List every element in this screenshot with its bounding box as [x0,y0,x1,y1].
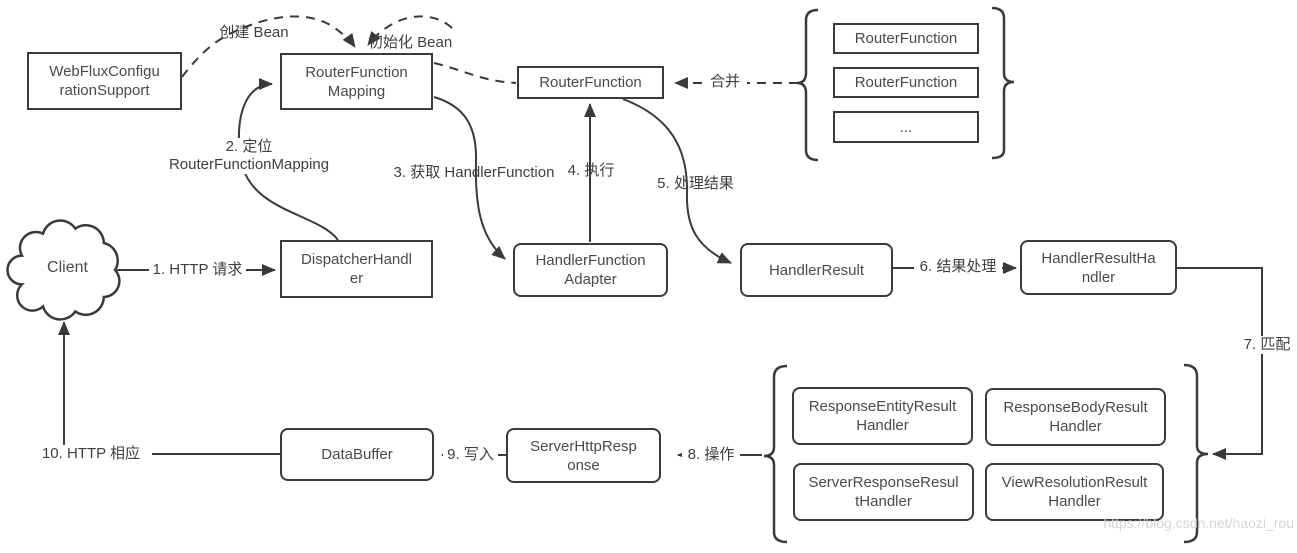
group-response-entity-result-handler: ResponseEntityResultHandler [792,387,973,445]
node-handler-result-handler: HandlerResultHandler [1020,240,1177,295]
edge-label-step10: 10. HTTP 相应 [30,445,152,463]
edge-label-step7: 7. 匹配 [1238,336,1296,354]
csdn-watermark: https://blog.csdn.net/haozi_rou [1103,515,1294,531]
edge-label-create-bean: 创建 Bean [219,24,289,41]
arrow-init-bean [367,15,453,46]
node-dispatcher-handler: DispatcherHandler [280,240,433,298]
group-response-body-result-handler: ResponseBodyResultHandler [985,388,1166,446]
edge-label-merge: 合并 [703,73,747,91]
node-router-function: RouterFunction [517,66,664,99]
edge-label-step5: 5. 处理结果 [657,175,734,192]
edge-label-step6: 6. 结果处理 [914,258,1002,276]
arrow-step5-process-result [622,98,732,264]
group-router-function-item: RouterFunction [833,67,979,98]
edge-label-step4: 4. 执行 [567,162,615,179]
arrow-step10-http-response [58,321,280,455]
node-server-http-response: ServerHttpResponse [506,428,661,483]
client-cloud-shape [6,219,121,321]
wire-mapping-to-routerfunction [433,62,517,84]
edge-label-step2: 2. 定位 RouterFunctionMapping [158,138,340,174]
node-router-function-mapping: RouterFunctionMapping [280,53,433,110]
arrow-create-bean [181,15,356,78]
brace-routerfunctions-right [991,6,1015,160]
edge-label-step1: 1. HTTP 请求 [149,261,246,279]
edge-label-init-bean: 初始化 Bean [368,34,453,51]
group-server-response-result-handler: ServerResponseResultHandler [793,463,974,521]
edge-label-step3: 3. 获取 HandlerFunction [393,164,555,181]
node-handler-result: HandlerResult [740,243,893,297]
arrow-step7-match [1177,267,1263,460]
group-router-function-item: RouterFunction [833,23,979,54]
brace-routerfunctions-left [796,8,819,162]
brace-resulthandlers-left [763,364,788,544]
group-router-function-ellipsis: ... [833,111,979,143]
brace-resulthandlers-right [1183,363,1209,544]
edge-label-step9: 9. 写入 [443,446,498,464]
arrow-step3-get-handlerfunction [433,96,506,260]
node-client-label: Client [47,259,88,276]
node-data-buffer: DataBuffer [280,428,434,481]
node-webflux-configuration-support: WebFluxConfigurationSupport [27,52,182,110]
group-view-resolution-result-handler: ViewResolutionResultHandler [985,463,1164,521]
node-handler-function-adapter: HandlerFunctionAdapter [513,243,668,297]
edge-label-step8: 8. 操作 [682,446,740,464]
